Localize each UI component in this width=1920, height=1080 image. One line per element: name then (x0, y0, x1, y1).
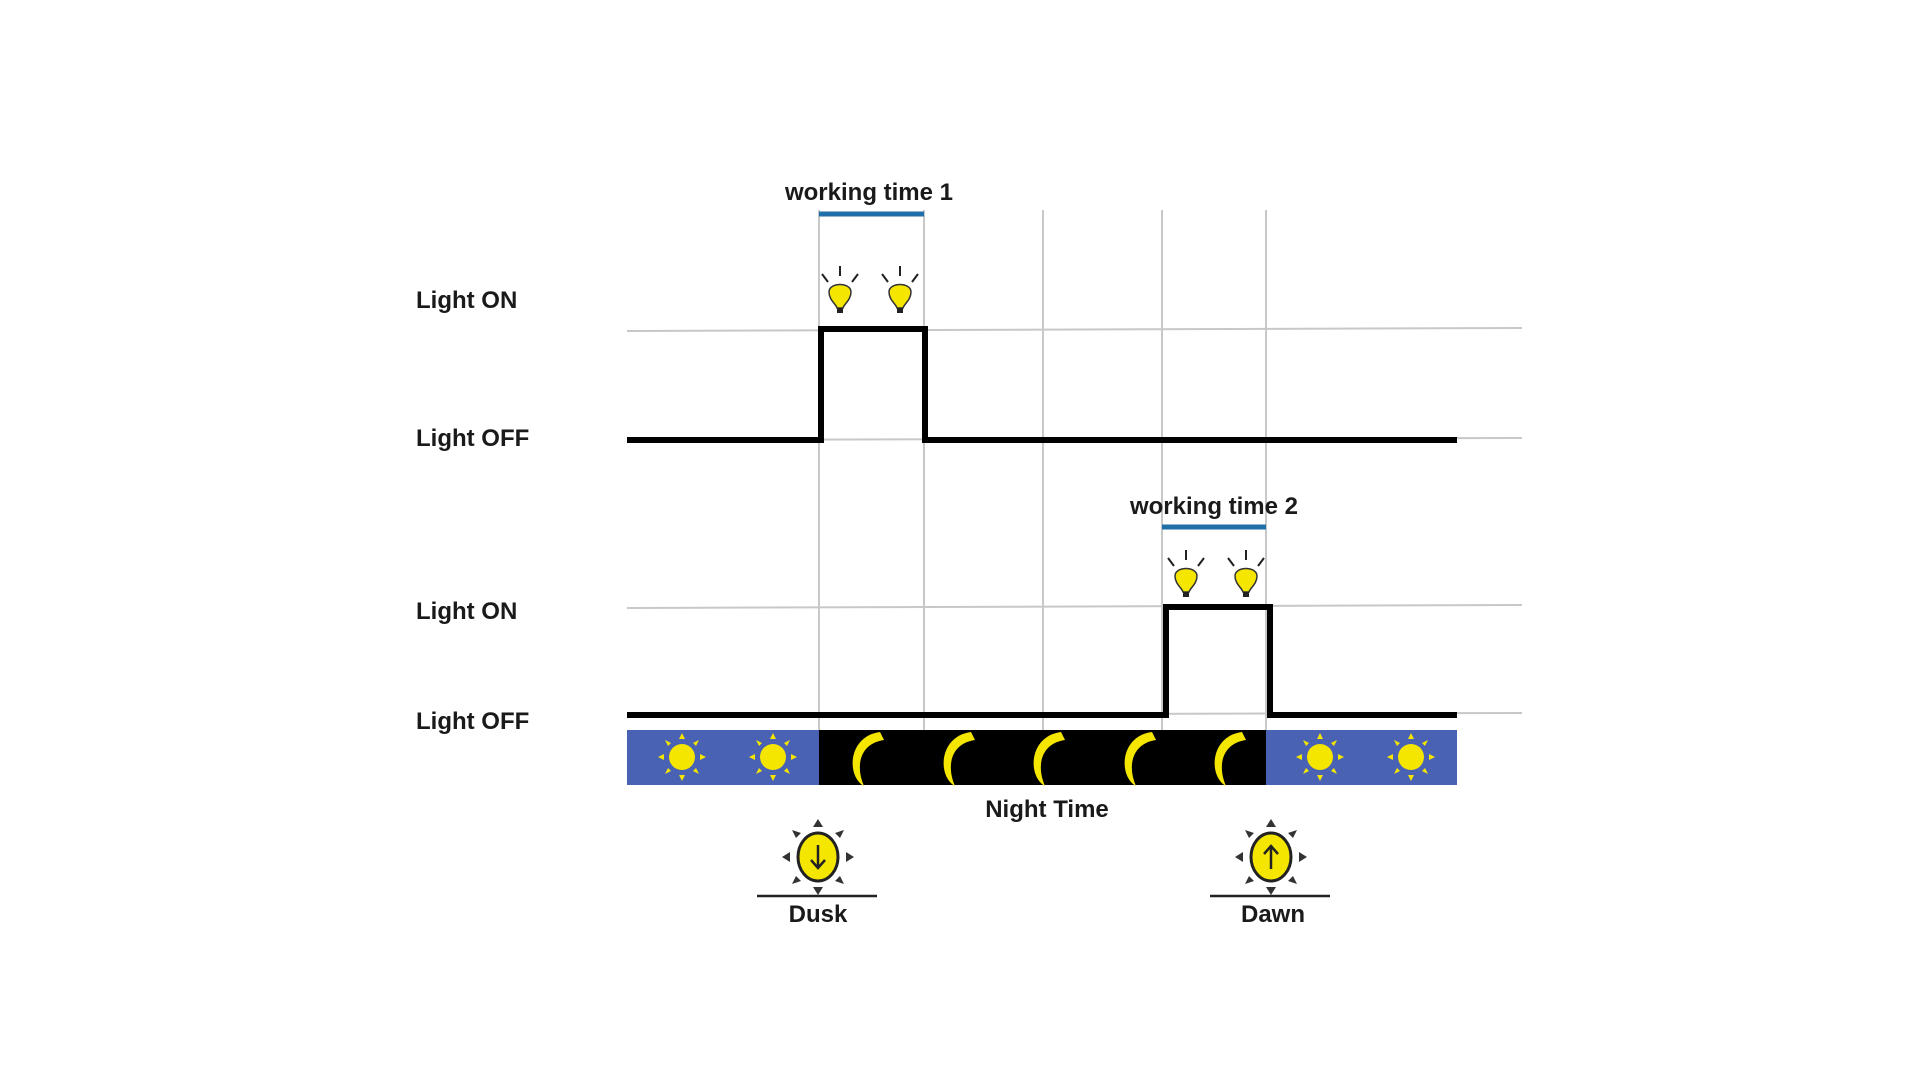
sunrise-icon (1233, 817, 1309, 897)
channel1-off-label: Light OFF (416, 425, 529, 452)
channel2-off-label: Light OFF (416, 708, 529, 735)
working-time-1-label: working time 1 (784, 179, 953, 206)
night-segment (819, 730, 1266, 785)
channel1-signal (627, 326, 1457, 443)
light-bulb-icon (1227, 549, 1265, 598)
channel2-on-label: Light ON (416, 598, 517, 625)
working-time-2-label: working time 2 (1129, 493, 1298, 520)
grid-lines (626, 210, 1523, 730)
channel1-on-label: Light ON (416, 287, 517, 314)
sunset-icon (780, 817, 856, 897)
light-bulb-icon (1167, 549, 1205, 598)
dusk-label: Dusk (789, 901, 848, 928)
night-time-label: Night Time (985, 796, 1109, 823)
day-segment (1266, 730, 1457, 785)
day-segment (627, 730, 819, 785)
channel2-signal (627, 604, 1457, 718)
light-bulb-icon (821, 265, 859, 314)
day-night-bar (627, 730, 1457, 786)
light-bulb-icon (881, 265, 919, 314)
dawn-label: Dawn (1241, 901, 1305, 928)
